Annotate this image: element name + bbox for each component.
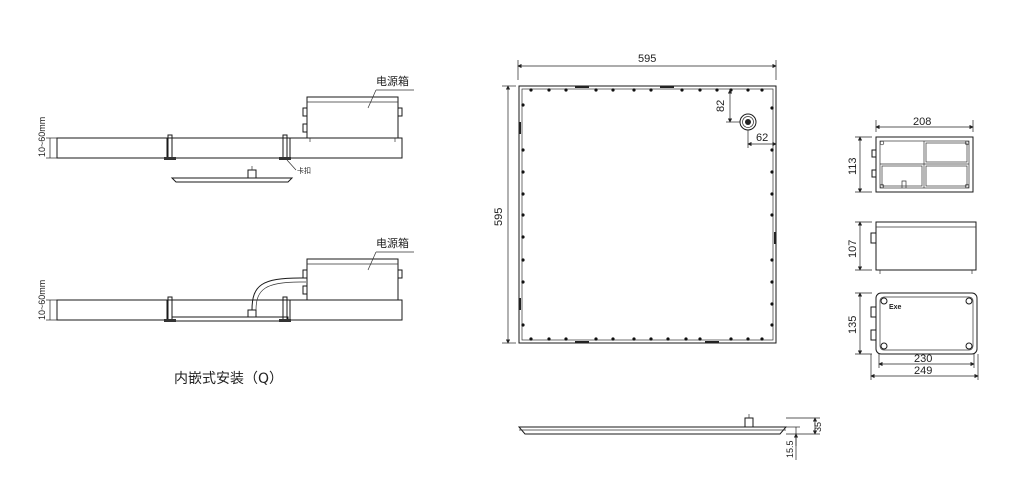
cable-gland — [739, 113, 757, 131]
driver-box-top-view: 208 113 — [847, 116, 974, 193]
panel-width-label: 595 — [638, 53, 656, 65]
ceiling-range-label-2: 10~60mm — [37, 280, 47, 320]
install-view-bottom: 10~60mm 电源箱 — [37, 236, 414, 322]
power-box-label-1: 电源箱 — [376, 74, 409, 88]
panel-outline — [518, 85, 777, 344]
ceiling-slab-left — [56, 137, 168, 159]
driver-box-side-view: 107 — [847, 221, 977, 274]
install-view-top: 10~60mm 电源箱 卡 — [37, 74, 414, 183]
driver-box-front-view: 135 Exe 230 249 — [847, 292, 979, 380]
ceiling-range-label-1: 10~60mm — [37, 117, 47, 157]
box-top-height-label: 113 — [847, 157, 859, 175]
clip-label: 卡扣 — [297, 166, 311, 175]
panel-height-label: 595 — [493, 208, 505, 226]
power-box-label-2: 电源箱 — [376, 236, 409, 250]
box-front-inner-width-label: 230 — [914, 353, 932, 365]
panel-dropped — [170, 166, 294, 183]
power-box-top — [302, 96, 403, 142]
install-caption: 内嵌式安装（Q） — [174, 371, 283, 387]
ceiling-slab-right — [289, 137, 403, 159]
hole-offset-y-label: 82 — [715, 100, 727, 112]
panel-side-view: 35 15.5 — [517, 414, 823, 460]
hole-offset-x-label: 62 — [756, 132, 768, 144]
box-front-outer-width-label: 249 — [914, 365, 932, 377]
box-top-width-label: 208 — [913, 116, 931, 128]
thickness-total-label: 35 — [813, 422, 823, 432]
box-marking: Exe — [889, 304, 902, 311]
box-front-height-label: 135 — [847, 316, 859, 334]
panel-front-view: 595 595 — [493, 53, 777, 344]
thickness-panel-label: 15.5 — [785, 440, 795, 458]
box-side-height-label: 107 — [847, 240, 859, 258]
